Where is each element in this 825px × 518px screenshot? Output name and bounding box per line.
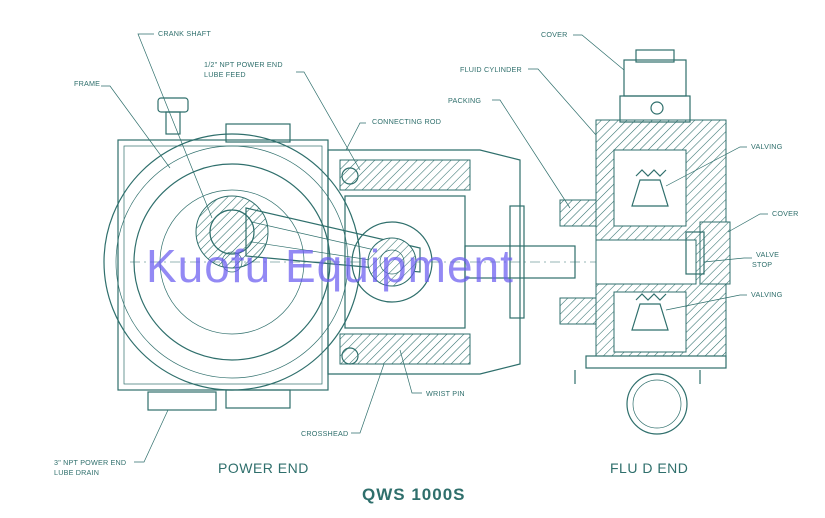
label-npt-feed-2: LUBE FEED: [204, 70, 246, 79]
frame-top-lug: [225, 123, 291, 143]
label-frame: FRAME: [74, 79, 100, 88]
frame-bottom-lug: [225, 389, 291, 409]
wrist-pin-boss: [351, 221, 433, 303]
fluid-end-assembly: [574, 49, 731, 435]
label-npt-feed-1: 1/2" NPT POWER END: [204, 60, 283, 69]
crosshead-assembly: [327, 149, 597, 375]
label-cover-right: COVER: [772, 209, 799, 218]
discharge-valve: [631, 179, 669, 207]
suction-valve: [631, 303, 669, 331]
label-fluid-cylinder: FLUID CYLINDER: [460, 65, 522, 74]
label-packing: PACKING: [448, 96, 481, 105]
leader-lines: [101, 33, 768, 463]
label-valve-stop-2: STOP: [752, 260, 772, 269]
section-power-end: POWER END: [218, 460, 309, 476]
discharge-cover: [623, 59, 687, 97]
label-npt-drain-2: LUBE DRAIN: [54, 468, 99, 477]
label-cover-top: COVER: [541, 30, 568, 39]
power-end-assembly: [103, 97, 660, 411]
wrist-pin: [367, 237, 417, 287]
watermark-text: Kuofu Equipment: [146, 240, 514, 292]
label-valve-stop-1: VALVE: [756, 250, 779, 259]
label-connecting-rod: CONNECTING ROD: [372, 117, 441, 126]
label-crosshead: CROSSHEAD: [301, 429, 348, 438]
label-crank-shaft: CRANK SHAFT: [158, 29, 211, 38]
valve-cover-right: [699, 221, 731, 285]
pony-rod: [464, 245, 576, 279]
label-wrist-pin: WRIST PIN: [426, 389, 465, 398]
crosshead-guide: [327, 149, 521, 375]
label-npt-drain-1: 3" NPT POWER END: [54, 458, 126, 467]
suction-pipe: [626, 373, 688, 435]
callout-labels: CRANK SHAFT FRAME 1/2" NPT POWER END LUB…: [54, 29, 799, 477]
model-title: QWS 1000S: [362, 485, 466, 504]
crank-throw: [195, 195, 269, 269]
label-valving-bottom: VALVING: [751, 290, 783, 299]
label-valving-top: VALVING: [751, 142, 783, 151]
section-fluid-end: FLU D END: [610, 460, 688, 476]
breather-cap: [157, 97, 189, 113]
